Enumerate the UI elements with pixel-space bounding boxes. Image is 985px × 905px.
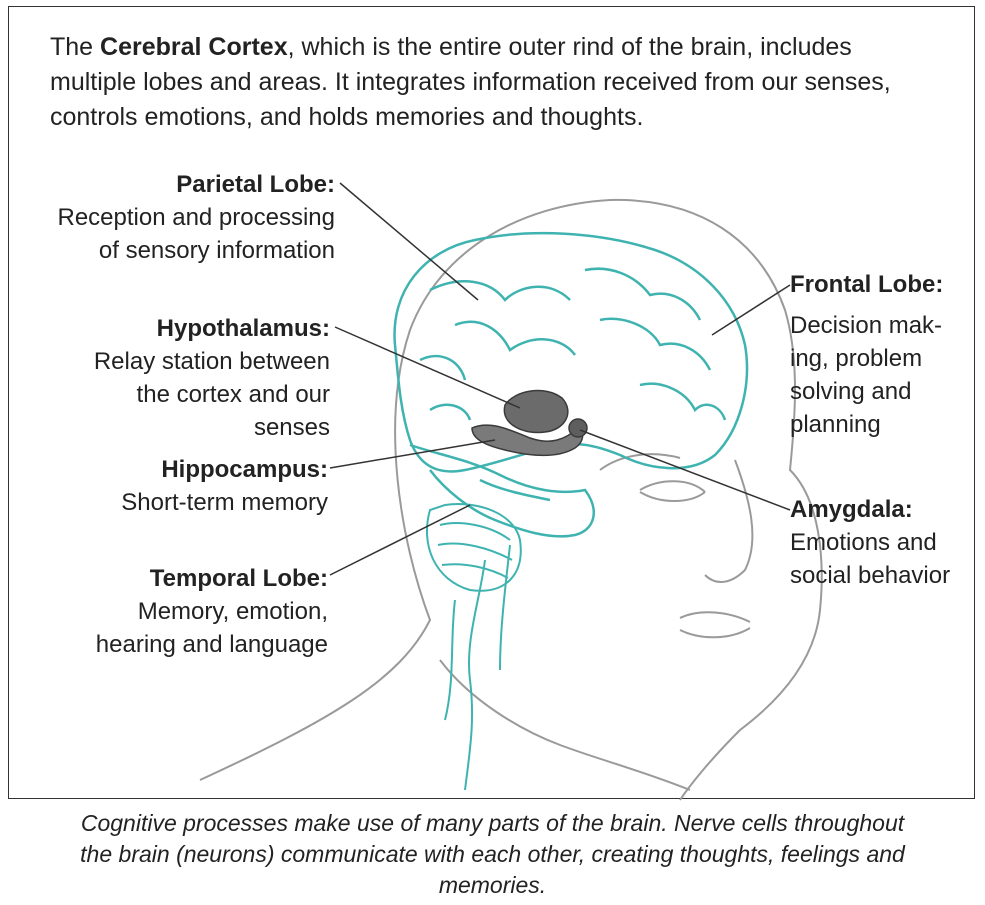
leader-amygdala [580,430,790,510]
label-hippocampus: Hippocampus: Short-term memory [10,453,328,519]
leader-frontal [712,285,790,335]
label-title: Parietal Lobe: [10,168,335,201]
label-description: Memory, emotion, hearing and language [10,595,328,661]
label-title: Temporal Lobe: [10,562,328,595]
label-title: Frontal Lobe: [790,268,975,301]
label-title: Hippocampus: [10,453,328,486]
label-description: Decision mak- ing, problem solving and p… [790,309,975,441]
limbic-system [472,391,587,456]
label-hypothalamus: Hypothalamus: Relay station between the … [10,312,330,444]
leader-hypothalamus [335,327,520,408]
figure-caption: Cognitive processes make use of many par… [80,808,905,901]
label-frontal-lobe: Frontal Lobe: Decision mak- ing, problem… [790,268,975,441]
label-temporal-lobe: Temporal Lobe: Memory, emotion, hearing … [10,562,328,661]
label-amygdala: Amygdala: Emotions and social behavior [790,493,975,592]
label-parietal-lobe: Parietal Lobe: Reception and processing … [10,168,335,267]
brain-outline [395,233,747,536]
label-title: Hypothalamus: [10,312,330,345]
label-description: Relay station between the cortex and our… [10,345,330,444]
cerebellum [427,504,521,790]
label-title: Amygdala: [790,493,975,526]
label-description: Short-term memory [10,486,328,519]
label-description: Reception and processing of sensory info… [10,201,335,267]
label-description: Emotions and social behavior [790,526,975,592]
